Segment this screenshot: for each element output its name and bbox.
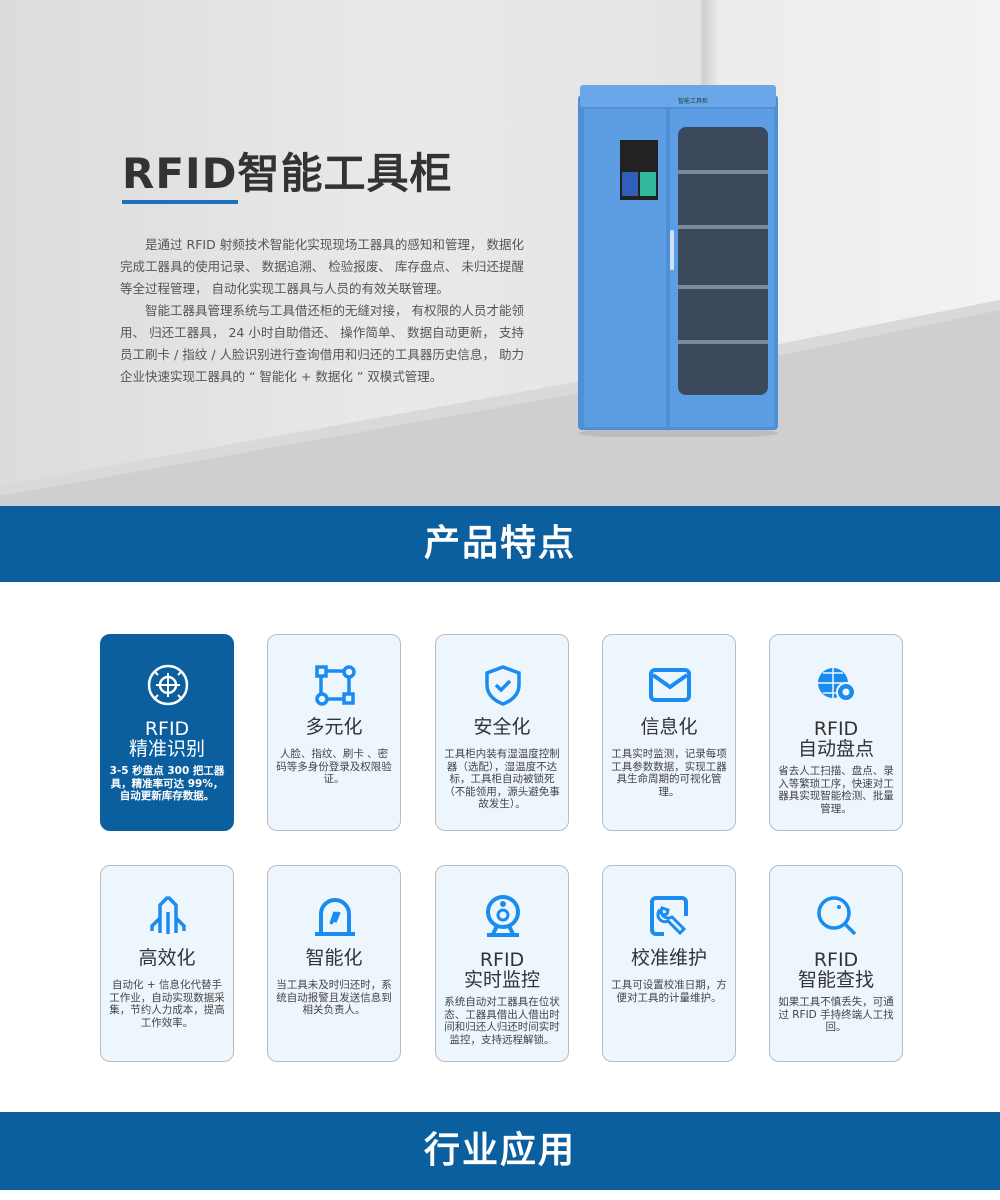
- feature-title: 智能化: [305, 947, 363, 969]
- feature-title: 多元化: [305, 716, 363, 738]
- feature-card[interactable]: 高效化 自动化 + 信息化代替手工作业，自动实现数据采集，节约人力成本，提高工作…: [100, 865, 234, 1062]
- svg-text:智能工具柜: 智能工具柜: [678, 97, 708, 105]
- feature-description: 3-5 秒盘点 300 把工器具，精准率可达 99%，自动更新库存数据。: [109, 765, 225, 802]
- features-banner: 产品特点: [0, 506, 1000, 582]
- feature-card[interactable]: 信息化 工具实时监测，记录每项工具参数数据，实现工器具生命周期的可视化管理。: [602, 634, 736, 831]
- feature-card[interactable]: 智能化 当工具未及时归还时，系统自动报警且发送信息到相关负责人。: [267, 865, 401, 1062]
- crosshair-target-icon: [147, 664, 189, 706]
- nodes-network-icon: [315, 665, 356, 706]
- hero-section: RFID智能工具柜 是通过 RFID 射频技术智能化实现现场工器具的感知和管理，…: [0, 0, 1000, 506]
- feature-title: 信息化: [640, 716, 698, 738]
- feature-card[interactable]: 安全化 工具柜内装有湿温度控制器（选配），湿温度不达标，工具柜自动被锁死（不能领…: [435, 634, 569, 831]
- alarm-light-icon: [315, 898, 355, 936]
- feature-description: 工具柜内装有湿温度控制器（选配），湿温度不达标，工具柜自动被锁死（不能领用，源头…: [444, 748, 560, 810]
- feature-description: 系统自动对工器具在位状态、工器具借出人借出时间和归还人归还时间实时监控，支持远程…: [444, 996, 560, 1046]
- feature-description: 人脸、指纹、刷卡 、密码等多身份登录及权限验证。: [276, 748, 392, 785]
- wrench-icon: [650, 896, 688, 936]
- tool-cabinet-image: 智能工具柜: [578, 85, 778, 437]
- feature-description: 工具实时监测，记录每项工具参数数据，实现工器具生命周期的可视化管理。: [611, 748, 727, 798]
- feature-description: 省去人工扫描、盘点、录入等繁琐工序，快速对工器具实现智能检测、批量管理。: [778, 765, 894, 815]
- shield-check-icon: [485, 665, 521, 706]
- feature-description: 自动化 + 信息化代替手工作业，自动实现数据采集，节约人力成本，提高工作效率。: [109, 979, 225, 1029]
- search-icon: [817, 896, 857, 936]
- feature-title: 安全化: [473, 716, 531, 738]
- rocket-icon: [150, 895, 186, 934]
- globe-gear-icon: [818, 668, 856, 702]
- feature-title: 高效化: [138, 947, 196, 969]
- industry-banner: 行业应用: [0, 1112, 1000, 1190]
- feature-description: 如果工具不慎丢失，可通过 RFID 手持终端人工找回。: [778, 996, 894, 1033]
- feature-title: 校准维护: [630, 947, 707, 969]
- webcam-icon: [486, 895, 520, 937]
- envelope-icon: [649, 668, 691, 702]
- page-title: RFID智能工具柜: [122, 140, 453, 204]
- feature-description: 工具可设置校准日期，方便对工具的计量维护。: [611, 979, 727, 1004]
- feature-card[interactable]: 多元化 人脸、指纹、刷卡 、密码等多身份登录及权限验证。: [267, 634, 401, 831]
- intro-text: 是通过 RFID 射频技术智能化实现现场工器具的感知和管理， 数据化完成工器具的…: [120, 237, 524, 384]
- feature-card[interactable]: 校准维护 工具可设置校准日期，方便对工具的计量维护。: [602, 865, 736, 1062]
- feature-description: 当工具未及时归还时，系统自动报警且发送信息到相关负责人。: [276, 979, 392, 1016]
